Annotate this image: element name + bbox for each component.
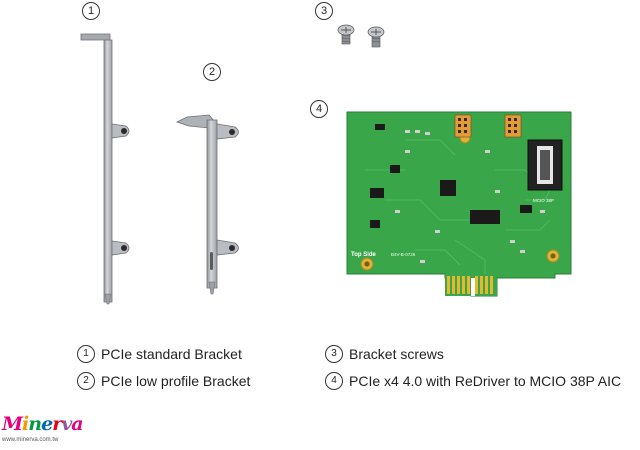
legend-num-2: 2 [77, 372, 95, 390]
callout-4: 4 [310, 100, 328, 118]
legend-item-4: 4 PCIe x4 4.0 with ReDriver to MCIO 38P … [325, 372, 621, 390]
legend-label-1: PCIe standard Bracket [101, 346, 242, 362]
low-profile-bracket-image [175, 114, 239, 295]
callout-3: 3 [315, 2, 333, 20]
screw-2 [367, 26, 385, 48]
logo-letter: i [22, 413, 29, 435]
minerva-logo: Minerva [2, 413, 84, 435]
legend-label-4: PCIe x4 4.0 with ReDriver to MCIO 38P AI… [349, 373, 622, 389]
legend-label-3: Bracket screws [349, 346, 444, 362]
legend-label-2: PCIe low profile Bracket [101, 373, 251, 389]
screw-1 [337, 24, 355, 45]
standard-bracket-image [80, 33, 130, 305]
logo-letter: a [71, 413, 83, 435]
legend-item-1: 1 PCIe standard Bracket [77, 345, 242, 363]
legend-num-3: 3 [325, 345, 343, 363]
logo-letter: v [61, 413, 72, 435]
logo-letter: r [52, 413, 62, 435]
pcie-card-image: Top Side B4V-B-0726 MCIO 38P [346, 111, 572, 297]
silk-top-side: Top Side [351, 252, 377, 258]
silk-connector: MCIO 38P [533, 198, 554, 203]
legend-num-4: 4 [325, 372, 343, 390]
legend-item-2: 2 PCIe low profile Bracket [77, 372, 250, 390]
callout-2: 2 [203, 63, 221, 81]
website-url: www.minerva.com.tw [2, 437, 59, 443]
callout-1: 1 [82, 2, 100, 20]
silk-rev: B4V-B-0726 [391, 252, 416, 257]
logo-letter: n [28, 413, 42, 435]
gold-fingers [445, 274, 497, 296]
bracket-screws-image [337, 24, 385, 48]
logo-letter: M [2, 413, 23, 435]
legend-item-3: 3 Bracket screws [325, 345, 444, 363]
legend-num-1: 1 [77, 345, 95, 363]
logo-letter: e [41, 413, 53, 435]
